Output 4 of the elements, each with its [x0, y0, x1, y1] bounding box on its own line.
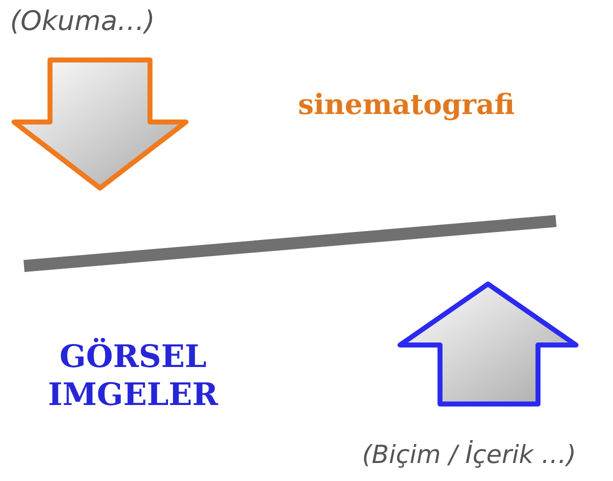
heading-text: sinematografi	[298, 88, 515, 121]
note-text: (Okuma…)	[10, 6, 155, 37]
heading-text: GÖRSEL IMGELER	[46, 338, 220, 414]
note-text: (Biçim / İçerik …)	[362, 440, 576, 469]
